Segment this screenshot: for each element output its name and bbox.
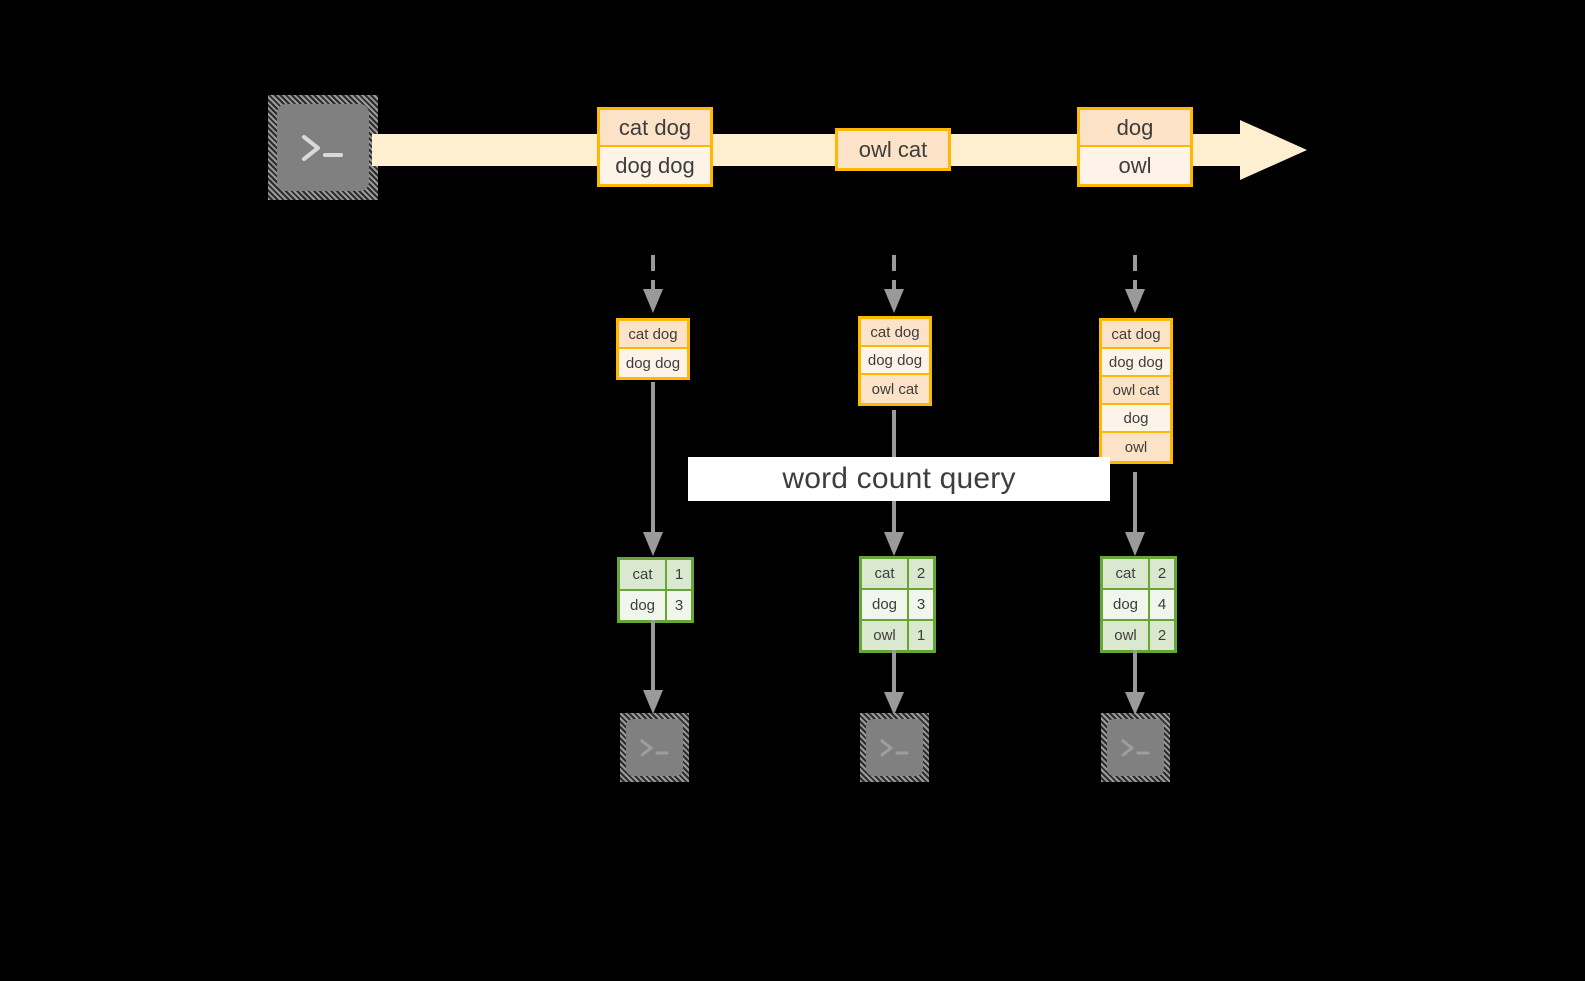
table-row: dog 3 <box>862 590 933 621</box>
count-cell: 2 <box>909 559 933 588</box>
trigger-3-sink-terminal-icon <box>1101 713 1170 782</box>
table-row: dog 4 <box>1103 590 1174 621</box>
count-cell: 2 <box>1150 621 1174 650</box>
table-row: owl 1 <box>862 621 933 650</box>
record-line: dog <box>1102 405 1170 433</box>
terminal-body <box>1107 719 1164 776</box>
record-line: owl cat <box>861 375 929 403</box>
terminal-prompt-glyph <box>268 95 378 200</box>
word-cell: owl <box>1103 621 1150 650</box>
trigger-3-sink-connector-arrow <box>1123 650 1147 717</box>
record-line: owl <box>1102 433 1170 461</box>
trigger-3-input-box: cat dog dog dog owl cat dog owl <box>1099 318 1173 464</box>
terminal-body <box>626 719 683 776</box>
source-terminal-icon <box>268 95 378 200</box>
stream-record-batch-2: owl cat <box>835 128 951 171</box>
record-line: dog dog <box>861 347 929 375</box>
trigger-2-result-table: cat 2 dog 3 owl 1 <box>859 556 936 653</box>
trigger-1-result-table: cat 1 dog 3 <box>617 557 694 623</box>
trigger-2-sink-connector-arrow <box>882 650 906 717</box>
query-label: word count query <box>688 457 1110 501</box>
trigger-3-result-table: cat 2 dog 4 owl 2 <box>1100 556 1177 653</box>
terminal-body <box>277 104 369 191</box>
word-cell: owl <box>862 621 909 650</box>
stream-record-batch-3: dog owl <box>1077 107 1193 187</box>
word-cell: cat <box>862 559 909 588</box>
count-cell: 3 <box>909 590 933 619</box>
word-cell: dog <box>620 591 667 620</box>
dashed-connector-arrow-1 <box>641 255 665 315</box>
count-cell: 4 <box>1150 590 1174 619</box>
table-row: dog 3 <box>620 591 691 620</box>
terminal-body <box>866 719 923 776</box>
word-cell: dog <box>862 590 909 619</box>
trigger-1-query-connector-arrow <box>641 382 665 558</box>
terminal-prompt-glyph <box>1101 713 1170 782</box>
record-line: dog dog <box>1102 349 1170 377</box>
record-line: owl cat <box>1102 377 1170 405</box>
count-cell: 3 <box>667 591 691 620</box>
record-line: dog dog <box>619 349 687 377</box>
count-cell: 2 <box>1150 559 1174 588</box>
word-cell: dog <box>1103 590 1150 619</box>
terminal-prompt-glyph <box>620 713 689 782</box>
terminal-prompt-glyph <box>860 713 929 782</box>
record-line: dog <box>1080 110 1190 147</box>
record-line: cat dog <box>861 319 929 347</box>
word-cell: cat <box>620 560 667 589</box>
dashed-connector-arrow-2 <box>882 255 906 315</box>
trigger-1-sink-connector-arrow <box>641 620 665 716</box>
count-cell: 1 <box>667 560 691 589</box>
query-label-text: word count query <box>782 462 1016 495</box>
record-line: dog dog <box>600 147 710 184</box>
stream-record-batch-1: cat dog dog dog <box>597 107 713 187</box>
table-row: cat 2 <box>1103 559 1174 590</box>
trigger-1-input-box: cat dog dog dog <box>616 318 690 380</box>
table-row: cat 2 <box>862 559 933 590</box>
trigger-2-input-box: cat dog dog dog owl cat <box>858 316 932 406</box>
table-row: owl 2 <box>1103 621 1174 650</box>
trigger-1-sink-terminal-icon <box>620 713 689 782</box>
word-cell: cat <box>1103 559 1150 588</box>
count-cell: 1 <box>909 621 933 650</box>
dashed-connector-arrow-3 <box>1123 255 1147 315</box>
record-line: cat dog <box>619 321 687 349</box>
trigger-3-query-connector-arrow <box>1123 472 1147 558</box>
record-line: owl cat <box>838 131 948 168</box>
record-line: cat dog <box>1102 321 1170 349</box>
record-line: owl <box>1080 147 1190 184</box>
trigger-2-sink-terminal-icon <box>860 713 929 782</box>
table-row: cat 1 <box>620 560 691 591</box>
record-line: cat dog <box>600 110 710 147</box>
